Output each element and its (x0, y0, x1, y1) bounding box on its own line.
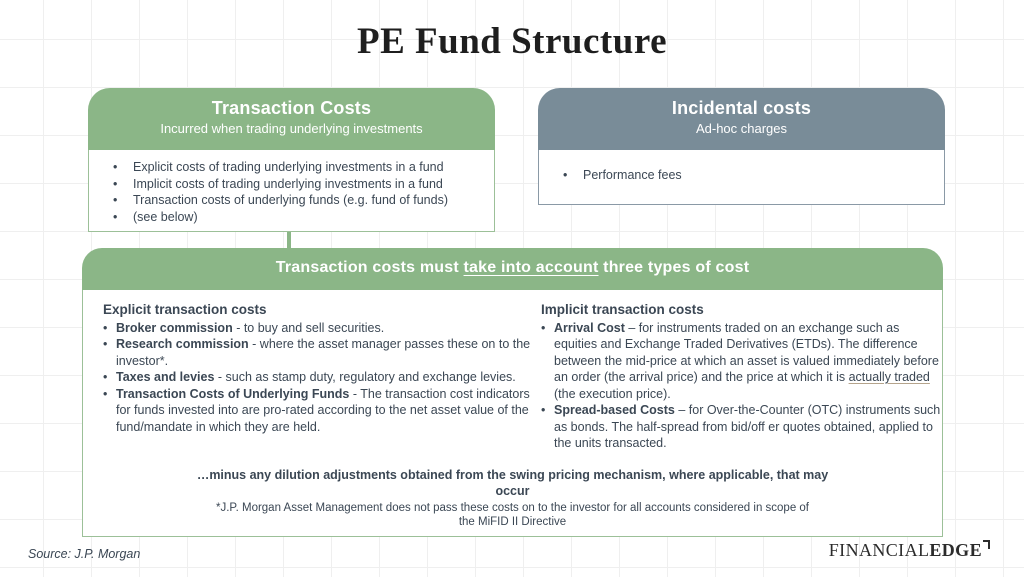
bullet-item: (see below) (111, 209, 484, 226)
transaction-costs-title: Transaction Costs (211, 98, 372, 118)
list-item: Broker commission - to buy and sell secu… (103, 320, 535, 337)
logo-edge-text: EDGE (929, 540, 982, 560)
term-description: - The transaction cost indicators for fu… (116, 386, 530, 434)
term: Spread-based Costs (554, 403, 675, 417)
term-description: - to buy and sell securities. (232, 320, 385, 335)
transaction-costs-body: Explicit costs of trading underlying inv… (88, 150, 495, 232)
incidental-costs-body: Performance fees (538, 150, 945, 205)
footnote-bold: …minus any dilution adjustments obtained… (196, 468, 829, 498)
transaction-costs-box: Transaction Costs Incurred when trading … (88, 88, 495, 232)
explicit-costs-heading: Explicit transaction costs (103, 302, 267, 317)
term: Broker commission (116, 320, 233, 335)
term-description: - where the asset manager passes these o… (116, 337, 531, 368)
financial-edge-logo: FINANCIALEDGE (829, 540, 990, 561)
transaction-costs-bullet-list: Explicit costs of trading underlying inv… (111, 159, 484, 225)
bullet-item: Explicit costs of trading underlying inv… (111, 159, 484, 176)
transaction-costs-header: Transaction Costs Incurred when trading … (88, 88, 495, 150)
detail-title-pre: Transaction costs must (275, 259, 464, 276)
implicit-costs-column: Implicit transaction costs Arrival Cost … (541, 302, 941, 452)
implicit-costs-list: Arrival Cost – for instruments traded on… (541, 320, 941, 452)
list-item: Arrival Cost – for instruments traded on… (541, 320, 941, 403)
term: Research commission (116, 337, 249, 351)
term-description: – for Over-the-Counter (OTC) instruments… (554, 403, 941, 450)
implicit-costs-heading: Implicit transaction costs (541, 302, 704, 317)
term-description-underlined: actually traded (848, 370, 930, 384)
term-description: – for instruments traded on an exchange … (554, 320, 939, 385)
list-item: Transaction Costs of Underlying Funds - … (103, 386, 535, 436)
transaction-costs-subtitle: Incurred when trading underlying investm… (160, 121, 423, 136)
incidental-costs-box: Incidental costs Ad-hoc charges Performa… (538, 88, 945, 205)
bullet-item: Transaction costs of underlying funds (e… (111, 192, 484, 209)
incidental-costs-title: Incidental costs (671, 98, 812, 118)
connector-line (287, 232, 291, 249)
transaction-detail-header: Transaction costs must take into account… (82, 248, 943, 290)
incidental-costs-subtitle: Ad-hoc charges (695, 121, 788, 136)
term: Arrival Cost (554, 320, 625, 335)
footnote: *J.P. Morgan Asset Management does not p… (215, 502, 810, 528)
term-description: - such as stamp duty, regulatory and exc… (214, 370, 516, 384)
term: Taxes and levies (116, 370, 215, 384)
transaction-detail-box: Transaction costs must take into account… (82, 248, 943, 537)
page-title: PE Fund Structure (356, 21, 667, 62)
term: Transaction Costs of Underlying Funds (116, 386, 350, 401)
incidental-costs-header: Incidental costs Ad-hoc charges (538, 88, 945, 150)
detail-title-post: three types of cost (598, 259, 750, 276)
explicit-costs-column: Explicit transaction costs Broker commis… (103, 302, 535, 435)
transaction-detail-body: Explicit transaction costs Broker commis… (82, 290, 943, 537)
footnotes: …minus any dilution adjustments obtained… (83, 468, 942, 529)
detail-title-underlined: take into account (463, 259, 599, 276)
logo-corner-icon (983, 540, 990, 549)
list-item: Research commission - where the asset ma… (103, 336, 535, 369)
bullet-item: Implicit costs of trading underlying inv… (111, 176, 484, 193)
explicit-costs-list: Broker commission - to buy and sell secu… (103, 320, 535, 436)
list-item: Spread-based Costs – for Over-the-Counte… (541, 402, 941, 452)
incidental-costs-bullet-list: Performance fees (561, 167, 934, 184)
bullet-item: Performance fees (561, 167, 934, 184)
term-description: (the execution price). (554, 386, 671, 401)
source-note: Source: J.P. Morgan (28, 547, 141, 561)
logo-financial-text: FINANCIAL (828, 540, 930, 560)
list-item: Taxes and levies - such as stamp duty, r… (103, 369, 535, 386)
